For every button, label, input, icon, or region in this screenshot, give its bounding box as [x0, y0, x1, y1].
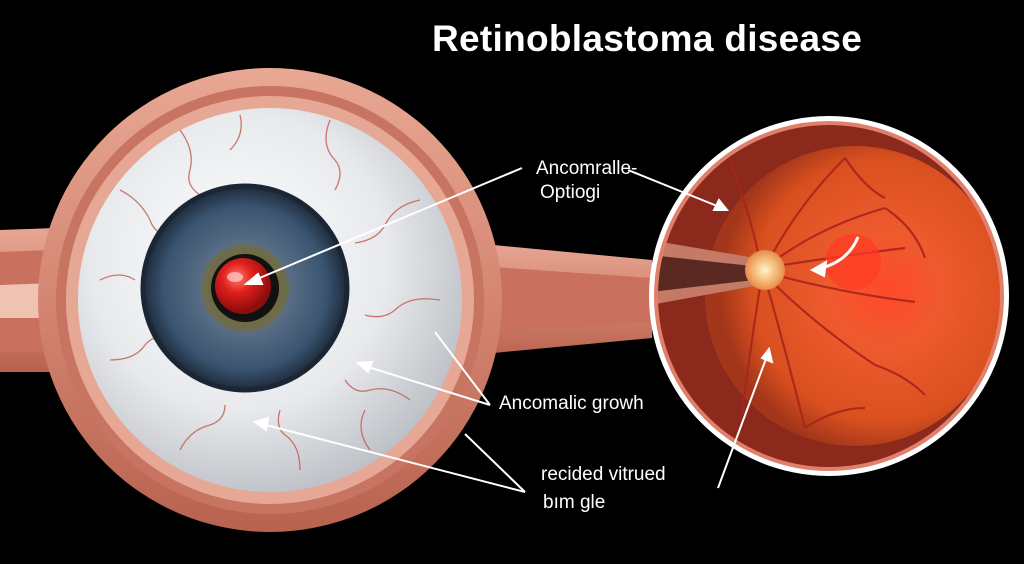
- eyeball-left: [38, 68, 502, 532]
- sclera-veins: [99, 114, 441, 471]
- label-ancomralle-optiogi: Ancomralle- Optiogi: [536, 157, 637, 205]
- diagram-title: Retinoblastoma disease: [432, 18, 863, 59]
- retina: [705, 146, 1001, 446]
- optic-disc: [745, 250, 785, 290]
- macula-lesion: [825, 234, 881, 290]
- label-ancomalic-growth: Ancomalic growh: [499, 393, 644, 414]
- fundus-view: [649, 116, 1009, 476]
- label-line: bım gle: [543, 492, 606, 513]
- label-line: Optiogi: [540, 182, 601, 203]
- label-line: Ancomralle-: [536, 158, 638, 179]
- label-line: recided vitrued: [541, 464, 666, 485]
- label-recided-vitrued: recided vitrued bım gle: [541, 461, 666, 517]
- tumor-reflex: [215, 258, 271, 314]
- callout-lines: [243, 167, 860, 493]
